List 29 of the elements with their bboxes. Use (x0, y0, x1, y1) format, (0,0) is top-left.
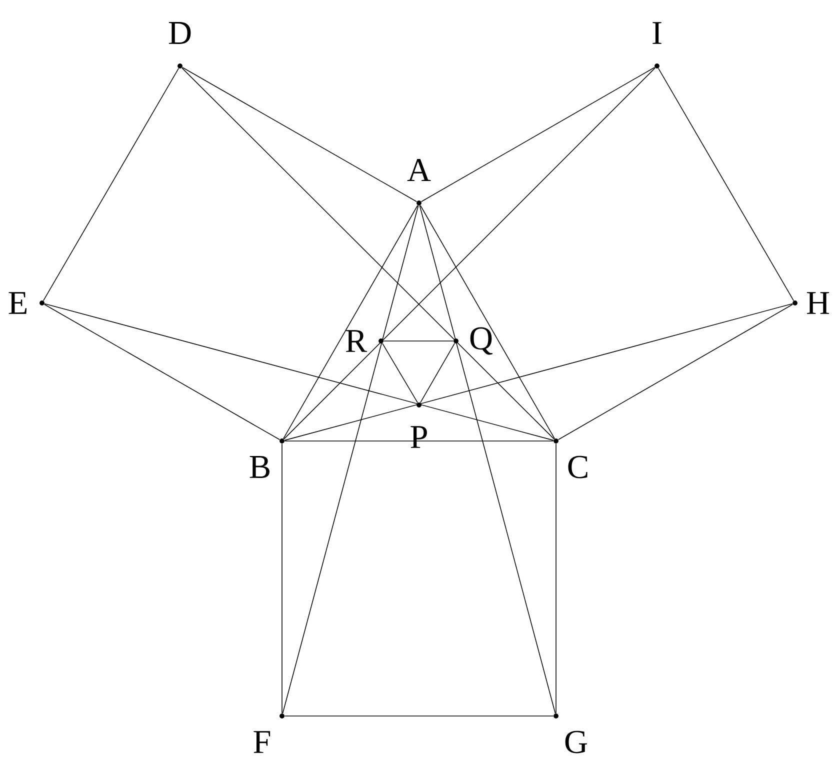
point-label: I (652, 22, 662, 44)
line-segment (284, 303, 793, 441)
point-label: F (254, 731, 270, 753)
point-label: C (568, 456, 588, 478)
line-segment (42, 68, 180, 302)
point-label: Q (470, 327, 492, 355)
line-segment (558, 304, 794, 440)
line-segment (419, 205, 556, 714)
line-segment (658, 68, 794, 302)
point-label: D (168, 22, 191, 44)
line-segment (420, 204, 556, 440)
line-segment (282, 204, 418, 440)
line-segment (182, 66, 418, 202)
line-segment (420, 66, 656, 202)
line-segment (282, 205, 419, 714)
point-label: E (8, 292, 27, 314)
point-label: G (565, 730, 587, 754)
line-segment (284, 440, 554, 442)
point-label: A (407, 159, 431, 181)
line-segment (382, 342, 418, 404)
line-segment (44, 304, 280, 440)
line-segment (284, 68, 656, 440)
point-label: H (806, 292, 830, 314)
point-label: R (346, 330, 368, 352)
line-segment (182, 68, 554, 440)
line-segment (44, 303, 554, 441)
line-segment (383, 340, 454, 342)
point-label: B (250, 456, 270, 478)
line-segment (420, 342, 456, 404)
